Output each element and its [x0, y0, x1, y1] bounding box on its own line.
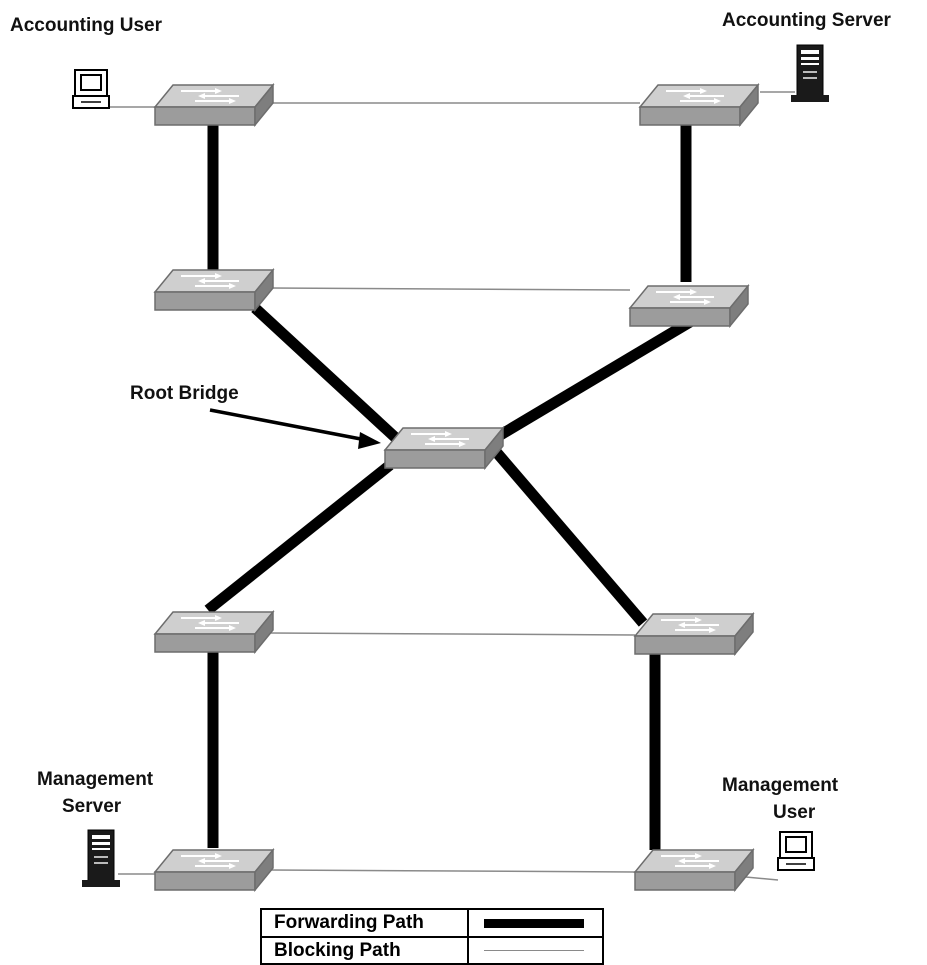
switch-accounting-right	[639, 84, 759, 126]
legend-divider	[467, 910, 469, 963]
management-user-label-line1: Management	[722, 775, 839, 796]
management-server-label-line2: Server	[62, 796, 122, 817]
legend-forwarding-label: Forwarding Path	[274, 912, 424, 933]
switch-distribution-right	[629, 285, 749, 327]
forwarding-link-dist-right-root	[494, 317, 693, 442]
switch-management-lower-right	[634, 849, 754, 891]
root-bridge-label: Root Bridge	[130, 383, 239, 404]
legend-blocking-label: Blocking Path	[274, 940, 401, 961]
accounting-user-label: Accounting User	[10, 15, 163, 36]
accounting-user-pc-icon	[72, 69, 110, 109]
switch-distribution-left	[154, 269, 274, 311]
management-user-pc-icon	[777, 831, 815, 871]
switch-management-upper-left	[154, 611, 274, 653]
root-bridge-arrow	[209, 408, 367, 442]
root-bridge-arrowhead	[358, 432, 381, 449]
legend: Forwarding Path Blocking Path	[260, 908, 604, 965]
legend-blocking-swatch	[484, 950, 584, 951]
switch-management-upper-right	[634, 613, 754, 655]
accounting-server-label: Accounting Server	[722, 10, 891, 31]
legend-forwarding-swatch	[484, 919, 584, 928]
forwarding-link-root-mgmt-left	[204, 460, 394, 615]
blocking-link-mgmt-lower	[269, 869, 636, 873]
switch-accounting-left	[154, 84, 274, 126]
management-user-label-line2: User	[773, 802, 816, 823]
switch-root-bridge	[384, 427, 504, 469]
management-server-label-line1: Management	[37, 769, 154, 790]
legend-row-forwarding: Forwarding Path	[262, 910, 602, 938]
forwarding-link-root-mgmt-right	[487, 443, 648, 627]
switch-management-lower-left	[154, 849, 274, 891]
forwarding-link-dist-left-root	[251, 303, 402, 445]
blocking-link-dist	[269, 287, 631, 291]
blocking-link-mgmt-upper	[269, 632, 636, 636]
legend-row-blocking: Blocking Path	[262, 938, 602, 964]
accounting-server-icon	[790, 44, 830, 103]
management-server-icon	[81, 829, 121, 888]
